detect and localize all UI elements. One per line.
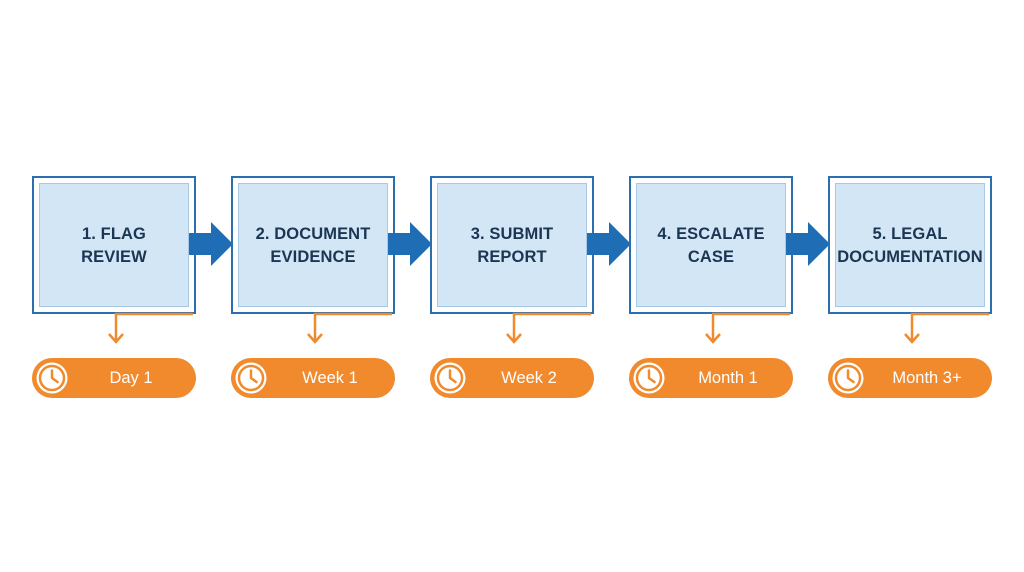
timeframe-badge-1: Day 1 xyxy=(32,358,196,398)
timeframe-label: Week 1 xyxy=(302,369,358,387)
clock-icon xyxy=(232,359,270,397)
timeframe-badge-2: Week 1 xyxy=(231,358,395,398)
step-box-inner: 2. DOCUMENT EVIDENCE xyxy=(238,183,388,307)
step-label-line-1: 1. FLAG xyxy=(82,225,146,243)
clock-icon xyxy=(431,359,469,397)
step-box-4: 4. ESCALATE CASE xyxy=(629,176,793,314)
step-box-1: 1. FLAG REVIEW xyxy=(32,176,196,314)
step-label-line-2: DOCUMENTATION xyxy=(837,248,983,266)
step-label-line-2: REVIEW xyxy=(81,248,147,266)
step-label: 4. ESCALATE CASE xyxy=(657,223,764,269)
step-box-inner: 5. LEGAL DOCUMENTATION xyxy=(835,183,985,307)
step-box-inner: 3. SUBMIT REPORT xyxy=(437,183,587,307)
step-box-inner: 1. FLAG REVIEW xyxy=(39,183,189,307)
timeframe-badge-4: Month 1 xyxy=(629,358,793,398)
step-label: 5. LEGAL DOCUMENTATION xyxy=(837,223,983,269)
right-arrow-icon xyxy=(189,222,233,266)
step-label-line-1: 3. SUBMIT xyxy=(470,225,554,243)
step-label-line-1: 5. LEGAL xyxy=(872,225,948,243)
step-box-inner: 4. ESCALATE CASE xyxy=(636,183,786,307)
clock-icon xyxy=(630,359,668,397)
right-arrow-icon xyxy=(587,222,631,266)
timeframe-badge-5: Month 3+ xyxy=(828,358,992,398)
down-arrow-icon xyxy=(904,312,989,344)
down-arrow-icon xyxy=(307,312,392,344)
step-label: 3. SUBMIT REPORT xyxy=(471,223,554,269)
right-arrow-icon xyxy=(786,222,830,266)
step-box-5: 5. LEGAL DOCUMENTATION xyxy=(828,176,992,314)
step-label-line-2: REPORT xyxy=(477,248,547,266)
timeframe-label: Week 2 xyxy=(501,369,557,387)
step-label: 2. DOCUMENT EVIDENCE xyxy=(256,223,371,269)
timeframe-label: Day 1 xyxy=(109,369,153,387)
down-arrow-icon xyxy=(506,312,591,344)
down-arrow-icon xyxy=(108,312,193,344)
clock-icon xyxy=(33,359,71,397)
down-arrow-icon xyxy=(705,312,790,344)
clock-icon xyxy=(829,359,867,397)
step-label-line-1: 2. DOCUMENT xyxy=(255,225,371,243)
timeframe-badge-3: Week 2 xyxy=(430,358,594,398)
step-label: 1. FLAG REVIEW xyxy=(81,223,147,269)
step-label-line-2: EVIDENCE xyxy=(270,248,356,266)
step-box-3: 3. SUBMIT REPORT xyxy=(430,176,594,314)
timeframe-label: Month 1 xyxy=(698,369,758,387)
step-label-line-1: 4. ESCALATE xyxy=(657,225,765,243)
step-box-2: 2. DOCUMENT EVIDENCE xyxy=(231,176,395,314)
right-arrow-icon xyxy=(388,222,432,266)
step-label-line-2: CASE xyxy=(687,248,735,266)
timeframe-label: Month 3+ xyxy=(892,369,962,387)
